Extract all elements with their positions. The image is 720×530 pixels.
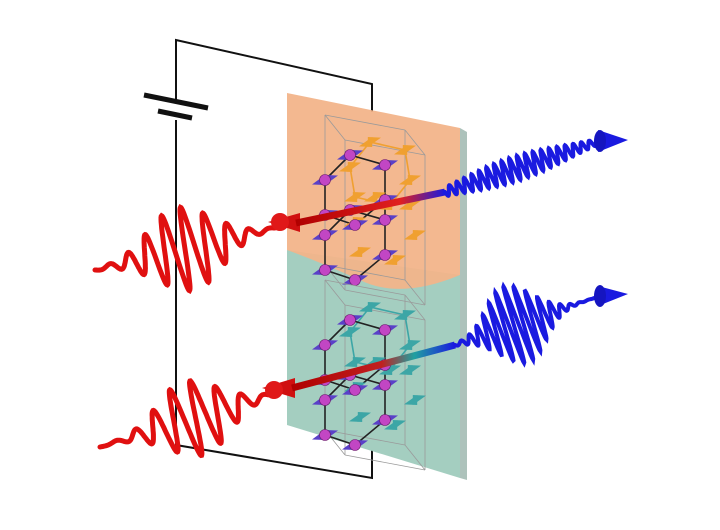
lattice-edge [404,279,426,306]
atom [319,339,331,351]
bond-front [349,374,386,386]
bond-back [349,166,356,198]
output-arrowhead-bottom [594,285,628,307]
spin-arrow [412,230,426,240]
spin-arrow [394,310,408,320]
crystal-lattice-bottom [312,279,426,471]
atom [319,394,331,406]
atom [319,429,331,441]
atom [349,439,361,451]
bond-back [369,306,406,316]
lattice-edge [324,279,346,306]
panel-edge [460,128,467,480]
spin-arrow [394,145,408,155]
beam-bottom [262,341,456,399]
lattice-edge [344,289,426,306]
battery-icon [143,92,209,121]
spin-arrow [339,327,353,337]
spin-arrow [407,340,421,350]
atom [319,264,331,276]
bond-front [349,154,386,166]
atom [379,249,391,261]
atom [349,384,361,396]
lattice-edge [404,294,426,321]
spin-arrow [357,247,371,257]
output-pulse-bottom [453,281,602,368]
lattice-edge [344,139,426,156]
lattice-edge [324,114,406,131]
lattice-edge [404,444,426,471]
spin-arrow [384,255,398,265]
spin-arrow [367,302,381,312]
bond-back [404,314,411,346]
spin-arrow [352,357,366,367]
atom [349,219,361,231]
spin-arrow [372,192,386,202]
bond-front [349,319,386,331]
output-pulse-top [443,136,602,198]
spin-arrow [412,395,426,405]
lattice-edge [344,304,426,321]
spin-arrow [399,365,413,375]
bond-back [404,149,411,181]
beam-top [268,188,446,232]
atom [379,324,391,336]
spin-arrow [384,420,398,430]
atom [344,149,356,161]
circuit-wire [175,38,373,480]
spin-arrow [357,412,371,422]
input-pulse-bottom [97,378,273,459]
output-arrowhead-top [594,130,628,152]
spin-arrow [352,192,366,202]
input-pulse-top [92,204,278,294]
atom [319,174,331,186]
bond-back [349,331,356,363]
atom [379,414,391,426]
atom [319,229,331,241]
lattice-edge [324,114,346,141]
atom [379,379,391,391]
atom [344,314,356,326]
spin-arrow [339,162,353,172]
lattice-edge [344,454,426,471]
atom [349,274,361,286]
atom [379,214,391,226]
bond-back [369,141,406,151]
lattice-edge [324,279,406,296]
spin-arrow [367,137,381,147]
atom [379,159,391,171]
lattice-edge [404,129,426,156]
spin-arrow [407,175,421,185]
